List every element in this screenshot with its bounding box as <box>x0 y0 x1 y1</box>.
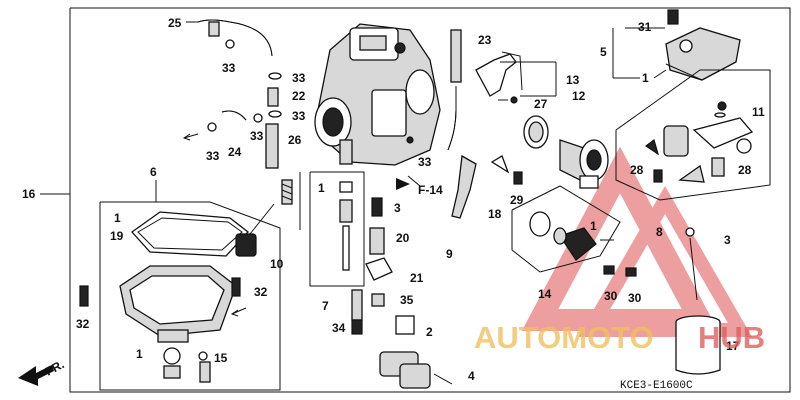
frame-14 <box>511 185 637 277</box>
throttle-drum-12 <box>523 115 609 189</box>
part-label: 1 <box>590 219 597 233</box>
reference-callout: F-14 <box>396 178 443 197</box>
part-label: 35 <box>400 293 414 307</box>
part-label: 19 <box>110 229 124 243</box>
part-label: 29 <box>510 193 524 207</box>
part-label: 1 <box>642 71 649 85</box>
part-label: 3 <box>724 233 731 247</box>
part-label: 33 <box>418 155 432 169</box>
part-label: 1 <box>136 347 143 361</box>
part-label: 30 <box>628 291 642 305</box>
chamber-17 <box>675 315 721 375</box>
watermark-primary: AUTOMOTO <box>474 320 654 355</box>
part-label: 22 <box>292 89 306 103</box>
bracket-13 <box>475 51 523 104</box>
part-label: 34 <box>332 321 346 335</box>
part-label: 1 <box>114 211 121 225</box>
part-label: 31 <box>638 20 652 34</box>
carburetor-body <box>314 23 441 166</box>
diagram-code: KCE3-E1600C <box>620 380 693 392</box>
part-label: 28 <box>630 163 644 177</box>
hose-25 <box>197 19 273 57</box>
reference-label: F-14 <box>418 183 443 197</box>
direction-label: FR. <box>43 357 67 378</box>
part-label: 33 <box>292 71 306 85</box>
watermark-secondary: HUB <box>698 320 765 355</box>
part-label: 5 <box>600 45 607 59</box>
part-label: 16 <box>22 187 36 201</box>
part-label: 6 <box>150 165 157 179</box>
column-jets <box>365 197 453 389</box>
part-label: 32 <box>254 285 268 299</box>
part-label: 32 <box>76 317 90 331</box>
part-label: 13 <box>566 73 580 87</box>
leader-lines <box>40 21 667 241</box>
part-label: 3 <box>394 201 401 215</box>
frame-8 <box>615 69 771 201</box>
part-label: 27 <box>534 97 548 111</box>
screw-spring-10 <box>235 179 293 257</box>
part-label: 2 <box>426 325 433 339</box>
part-label: 15 <box>214 351 228 365</box>
float-bowl <box>79 265 241 383</box>
part-label: 30 <box>604 289 618 303</box>
part-label: 8 <box>656 225 663 239</box>
part-label: 23 <box>478 33 492 47</box>
part-label: 21 <box>410 271 424 285</box>
part-label: 14 <box>538 287 552 301</box>
front-direction-arrow-icon <box>18 365 54 386</box>
part-label: 17 <box>726 339 740 353</box>
part-label: 18 <box>488 207 502 221</box>
part-label: 25 <box>168 16 182 30</box>
watermark-text: AUTOMOTO HUB <box>474 320 765 355</box>
part-label: 12 <box>572 89 586 103</box>
part-label: 11 <box>752 105 765 119</box>
lever-9 <box>451 154 523 219</box>
jet-needle-assembly <box>685 227 698 301</box>
part-label: 1 <box>318 181 325 195</box>
part-label: 24 <box>228 145 242 159</box>
gasket-19 <box>131 211 249 257</box>
part-label: 20 <box>396 231 410 245</box>
clips-group <box>207 39 282 169</box>
part-label: 4 <box>468 369 475 383</box>
outer-frame <box>69 7 791 393</box>
column-7 <box>309 171 365 335</box>
part-label: 33 <box>250 129 264 143</box>
cover-5 <box>665 9 741 81</box>
part-labels: 25 33 33 22 33 33 24 33 26 23 13 27 12 3… <box>22 16 765 383</box>
arrow-icons <box>182 133 247 317</box>
part-label: 33 <box>222 61 236 75</box>
part-label: 28 <box>738 163 752 177</box>
part-label: 33 <box>206 149 220 163</box>
part-label: 7 <box>322 299 329 313</box>
part-label: 10 <box>270 257 284 271</box>
part-label: 26 <box>288 133 302 147</box>
tube-23 <box>447 29 462 151</box>
part-label: 33 <box>292 109 306 123</box>
bowl-frame-6 <box>99 201 281 391</box>
part-label: 9 <box>446 247 453 261</box>
